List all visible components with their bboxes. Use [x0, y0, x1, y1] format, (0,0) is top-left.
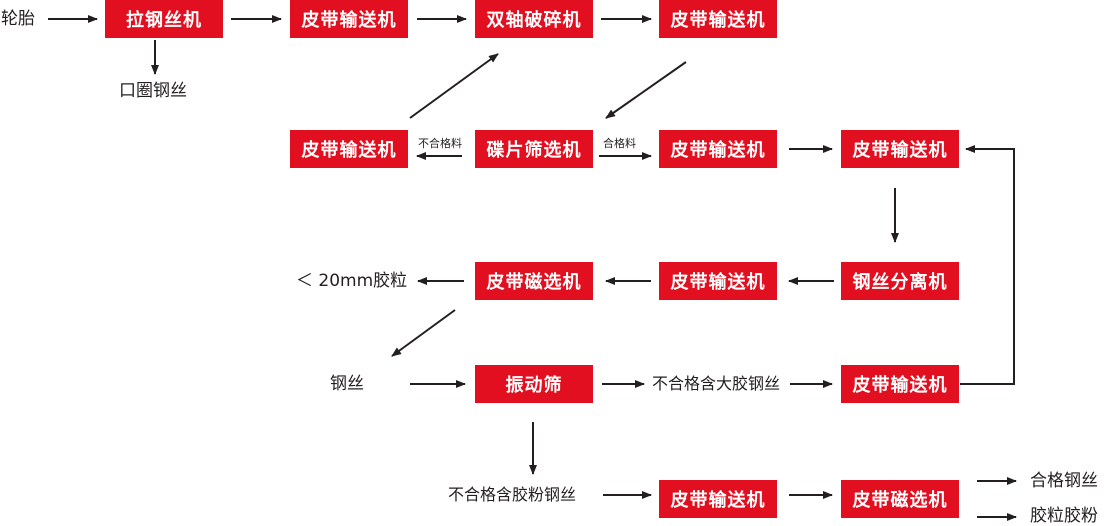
- node-belt-conveyor-3: 皮带输送机: [290, 130, 408, 168]
- node-twin-shaft-crusher: 双轴破碎机: [475, 0, 593, 38]
- label-qualified-material: 合格料: [603, 137, 636, 150]
- node-belt-conveyor-5: 皮带输送机: [841, 130, 959, 168]
- label-qualified-steel-wire: 合格钢丝: [1030, 471, 1098, 491]
- arrow-return-to-crusher: [409, 53, 499, 119]
- node-belt-magnetic-separator-2: 皮带磁选机: [841, 480, 959, 518]
- label-unqualified-material: 不合格料: [418, 137, 462, 150]
- label-bead-wire: 口圈钢丝: [119, 81, 187, 101]
- node-belt-magnetic-separator-1: 皮带磁选机: [475, 262, 593, 300]
- node-vibrating-screen: 振动筛: [475, 365, 593, 403]
- label-tire: 轮胎: [1, 9, 35, 29]
- label-steel-wire: 钢丝: [330, 374, 364, 394]
- node-belt-conveyor-1: 皮带输送机: [290, 0, 408, 38]
- node-belt-conveyor-4: 皮带输送机: [659, 130, 777, 168]
- node-belt-conveyor-6: 皮带输送机: [659, 262, 777, 300]
- node-belt-conveyor-2: 皮带输送机: [659, 0, 777, 38]
- node-belt-conveyor-8: 皮带输送机: [659, 480, 777, 518]
- node-wire-puller: 拉钢丝机: [105, 0, 223, 38]
- arrow-conveyor-2-to-disc-screen: [605, 61, 687, 119]
- node-belt-conveyor-7: 皮带输送机: [841, 365, 959, 403]
- label-rubber-granules-powder: 胶粒胶粉: [1030, 506, 1098, 526]
- label-unqualified-rubber-powder-wire: 不合格含胶粉钢丝: [448, 485, 577, 504]
- arrow-conveyor-7-return-loop: [960, 145, 1015, 385]
- arrow-magnetic-1-to-steel-wire: [391, 309, 456, 357]
- node-steel-wire-separator: 钢丝分离机: [841, 262, 959, 300]
- label-rubber-granules-under-20mm: ＜ 20mm胶粒: [296, 271, 408, 291]
- label-unqualified-large-rubber-wire: 不合格含大胶钢丝: [652, 374, 781, 393]
- node-disc-screen: 碟片筛选机: [475, 130, 593, 168]
